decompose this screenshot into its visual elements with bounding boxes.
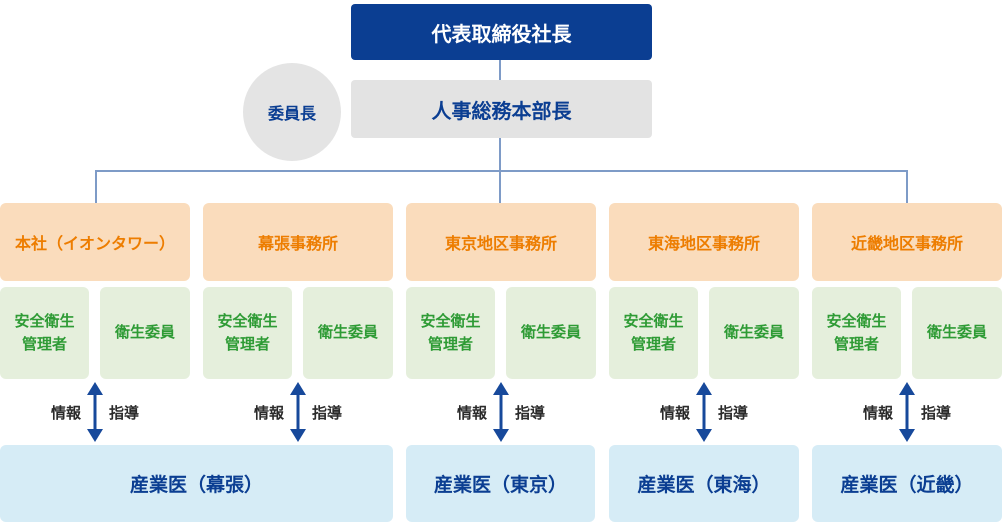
guidance-label: 指導 [312,404,343,422]
office-column-tokai: 東海地区事務所 安全衛生管理者 衛生委員 情報 指導 [609,203,799,443]
president-box: 代表取締役社長 [351,4,652,60]
info-label: 情報 [659,404,690,422]
guidance-label: 指導 [718,404,749,422]
physician-box-tokyo: 産業医（東京） [406,445,595,522]
health-committee-box: 衛生委員 [100,287,190,379]
info-guidance-link: 情報 指導 [609,381,799,443]
safety-manager-box: 安全衛生管理者 [203,287,292,379]
safety-manager-box: 安全衛生管理者 [812,287,901,379]
double-arrow-icon [290,382,306,442]
info-guidance-link: 情報 指導 [203,381,393,443]
info-guidance-link: 情報 指導 [812,381,1002,443]
connector-president-to-hr [499,60,501,82]
office-column-honsha: 本社（イオンタワー） 安全衛生管理者 衛生委員 情報 指導 [0,203,190,443]
office-box: 幕張事務所 [203,203,393,281]
info-guidance-link: 情報 指導 [0,381,190,443]
info-label: 情報 [253,404,284,422]
office-column-kinki: 近畿地区事務所 安全衛生管理者 衛生委員 情報 指導 [812,203,1002,443]
connector-branch-horizontal [95,170,908,172]
double-arrow-icon [696,382,712,442]
health-committee-box: 衛生委員 [709,287,799,379]
safety-manager-box: 安全衛生管理者 [609,287,698,379]
info-guidance-link: 情報 指導 [406,381,596,443]
health-committee-box: 衛生委員 [506,287,596,379]
office-box: 東海地区事務所 [609,203,799,281]
info-label: 情報 [456,404,487,422]
safety-manager-box: 安全衛生管理者 [0,287,89,379]
chairman-circle: 委員長 [243,63,341,161]
office-box: 東京地区事務所 [406,203,596,281]
health-committee-box: 衛生委員 [912,287,1002,379]
info-label: 情報 [862,404,893,422]
double-arrow-icon [493,382,509,442]
office-box: 本社（イオンタワー） [0,203,190,281]
guidance-label: 指導 [109,404,140,422]
guidance-label: 指導 [921,404,952,422]
physician-box-makuhari: 産業医（幕張） [0,445,393,522]
connector-drop-left [95,170,97,205]
office-column-makuhari: 幕張事務所 安全衛生管理者 衛生委員 情報 指導 [203,203,393,443]
physician-box-tokai: 産業医（東海） [609,445,799,522]
physician-box-kinki: 産業医（近畿） [812,445,1002,522]
safety-manager-box: 安全衛生管理者 [406,287,495,379]
info-label: 情報 [50,404,81,422]
double-arrow-icon [899,382,915,442]
hr-head-box: 人事総務本部長 [351,80,652,138]
double-arrow-icon [87,382,103,442]
office-column-tokyo: 東京地区事務所 安全衛生管理者 衛生委員 情報 指導 [406,203,596,443]
health-committee-box: 衛生委員 [303,287,393,379]
connector-drop-right [906,170,908,205]
office-box: 近畿地区事務所 [812,203,1002,281]
guidance-label: 指導 [515,404,546,422]
